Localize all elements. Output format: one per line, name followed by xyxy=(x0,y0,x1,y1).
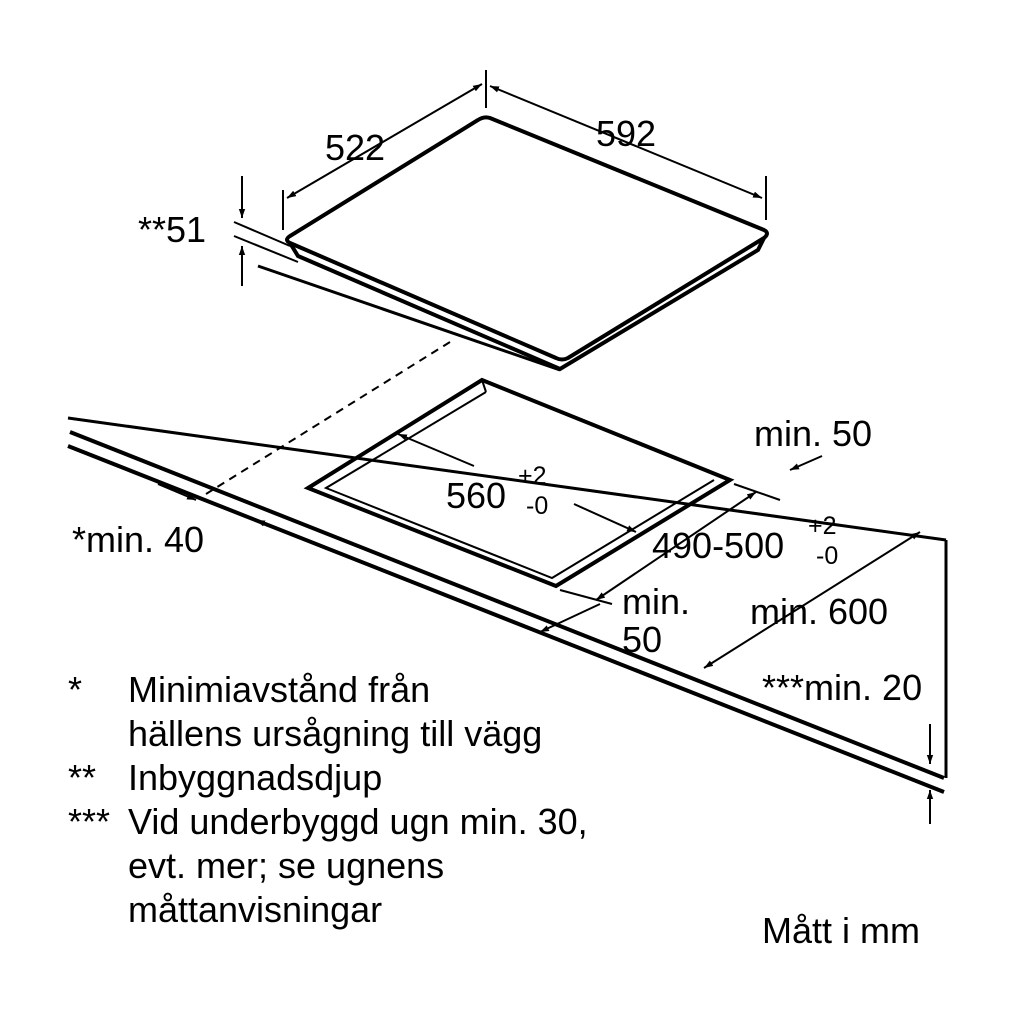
worktop xyxy=(67,416,948,794)
legend-text: hällens ursågning till vägg xyxy=(128,713,543,754)
worktop-back-edge xyxy=(67,416,947,542)
cutout-width-dimension xyxy=(397,433,637,533)
legend-mark: * xyxy=(68,669,83,710)
footnote-legend: * Minimiavstånd från hällens ursågning t… xyxy=(68,668,588,932)
front-min-label-b: 50 xyxy=(622,619,662,660)
cutout-width-tol-minus: -0 xyxy=(526,492,548,520)
legend-text: Minimiavstånd från xyxy=(128,669,431,710)
hob-depth-label: 522 xyxy=(325,127,385,168)
legend-text: måttanvisningar xyxy=(128,889,383,930)
legend-item: ** Inbyggnadsdjup xyxy=(68,756,588,800)
legend-text: Inbyggnadsdjup xyxy=(128,757,383,798)
hob-lower-edge xyxy=(288,237,766,372)
legend-mark: ** xyxy=(68,757,97,798)
worktop-depth-label: min. 600 xyxy=(750,591,888,632)
cutout-depth-label: 490-500 xyxy=(652,525,784,566)
worktop-front-edge xyxy=(69,430,945,780)
cutout-width-tol-plus: +2 xyxy=(518,462,547,490)
legend-text: Vid underbyggd ugn min. 30, xyxy=(128,801,588,842)
legend-text: evt. mer; se ugnens xyxy=(128,845,445,886)
wall-min-dimension xyxy=(157,483,295,537)
hob-width-dimension xyxy=(489,85,767,220)
front-min-arrow xyxy=(539,603,601,633)
back-min-label: min. 50 xyxy=(754,413,872,454)
cutout-depth-dimension xyxy=(559,483,781,605)
hob-shadow-line xyxy=(257,264,561,372)
worktop-depth-dimension xyxy=(703,531,921,669)
hob-depth-dimension xyxy=(282,70,487,230)
hob-width-label: 592 xyxy=(596,113,656,154)
projection-dashed-line xyxy=(205,341,451,495)
install-depth-dimension xyxy=(233,176,299,286)
back-min-arrow xyxy=(789,455,823,471)
front-min-label-a: min. xyxy=(622,581,690,622)
legend-item: evt. mer; se ugnens xyxy=(68,844,588,888)
legend-item: *** Vid underbyggd ugn min. 30, xyxy=(68,800,588,844)
worktop-front-edge-lower xyxy=(67,444,945,794)
wall-min-label: *min. 40 xyxy=(72,519,204,560)
install-depth-label: **51 xyxy=(138,209,206,250)
cutout-width-label: 560 xyxy=(446,475,506,516)
legend-item: hällens ursågning till vägg xyxy=(68,712,588,756)
unit-label: Mått i mm xyxy=(762,910,920,951)
cutout-depth-tol-minus: -0 xyxy=(816,542,838,570)
worktop-thickness-label: ***min. 20 xyxy=(762,667,922,708)
cutout-outline xyxy=(303,377,735,589)
legend-mark: *** xyxy=(68,801,111,842)
legend-item: * Minimiavstånd från xyxy=(68,668,588,712)
cutout-depth-tol-plus: +2 xyxy=(808,512,837,540)
legend-item: måttanvisningar xyxy=(68,888,588,932)
